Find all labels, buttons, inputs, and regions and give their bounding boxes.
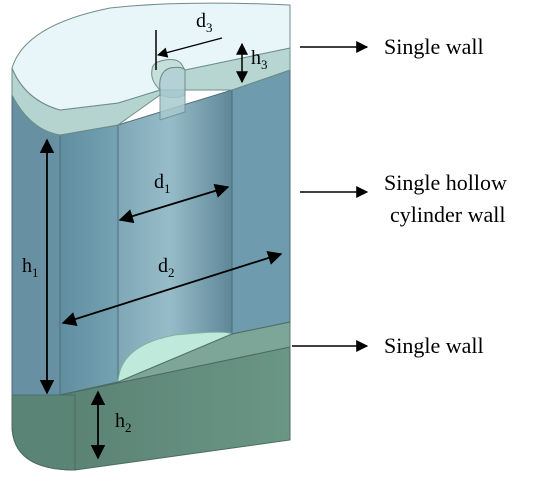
middle-wall-outer-left	[11, 93, 61, 396]
d2-label: d2	[158, 255, 175, 280]
middle-wall-right	[231, 69, 291, 335]
d3-dimension-arrow	[156, 37, 223, 58]
callout-bottom-wall: Single wall	[384, 333, 484, 358]
orifice-bore	[159, 66, 186, 121]
d3-label: d3	[196, 10, 213, 35]
d1-dimension-arrow	[118, 183, 230, 224]
h2-label: h2	[115, 410, 132, 435]
callout-top-wall: Single wall	[384, 34, 484, 59]
h1-label: h1	[22, 255, 39, 280]
d1-label: d1	[154, 171, 171, 196]
d2-dimension-arrow	[61, 251, 283, 326]
bottom-wall-cut-face	[11, 394, 76, 471]
h3-label: h3	[251, 47, 268, 72]
bottom-wall-top-rim	[59, 321, 291, 396]
middle-wall-front	[59, 124, 119, 396]
callout-middle-wall-line2: cylinder wall	[390, 202, 505, 227]
callout-middle-wall-line1: Single hollow	[384, 170, 507, 195]
